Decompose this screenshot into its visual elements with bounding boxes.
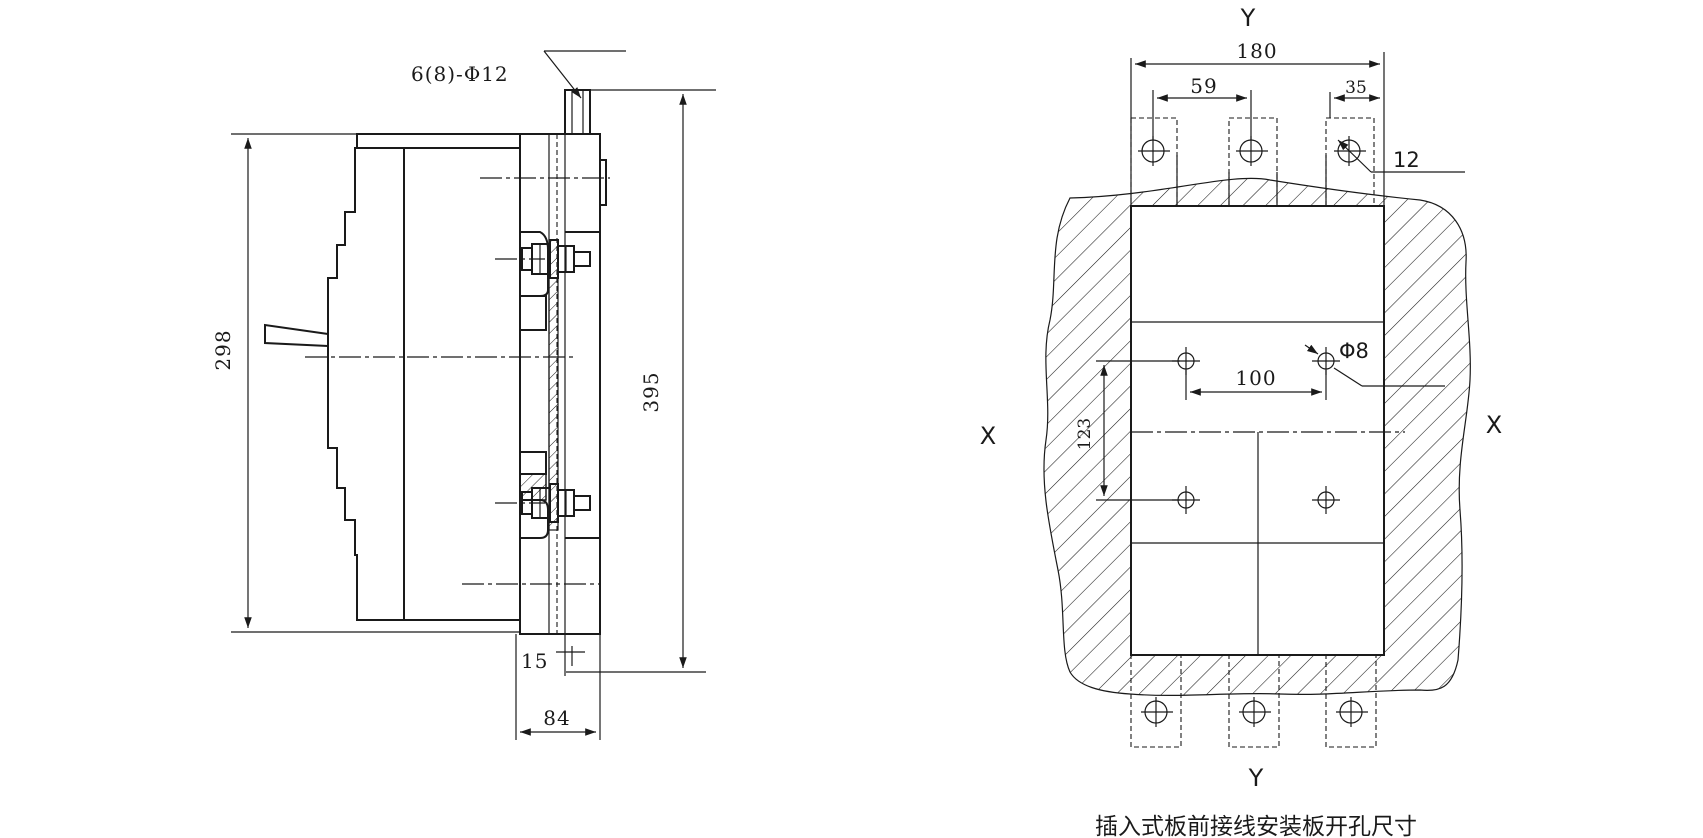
hole-dia-12: 12	[1393, 148, 1420, 172]
bolt-spec-label: 6(8)-Φ12	[411, 62, 509, 86]
dim-35: 35	[1345, 78, 1367, 98]
axis-y-bottom: Y	[1248, 764, 1264, 792]
dim-15: 15	[521, 649, 548, 673]
dim-100: 100	[1235, 366, 1276, 390]
dim-395: 395	[639, 371, 663, 412]
dim-180: 180	[1236, 39, 1277, 63]
drawing-caption: 插入式板前接线安装板开孔尺寸	[1095, 814, 1417, 838]
dim-298: 298	[211, 329, 235, 370]
side-view: 298 395 6(8)-Φ12 15 84	[211, 50, 716, 740]
axis-x-left: X	[980, 422, 996, 450]
bottom-terminal-tabs	[1130, 654, 1377, 748]
cutout-view: 180 59 35 12 Φ8 100 123 Y Y X X	[980, 4, 1502, 792]
mounting-holes	[1138, 136, 1368, 727]
breaker-body-outline	[327, 133, 520, 621]
axis-y-top: Y	[1240, 4, 1256, 32]
panel-hatched-area	[1043, 177, 1471, 696]
dim-59: 59	[1190, 74, 1217, 98]
hole-dia-8: Φ8	[1339, 339, 1369, 363]
dim-84: 84	[543, 706, 570, 730]
operating-handle	[264, 323, 329, 347]
dim-123: 123	[1075, 418, 1095, 450]
mounting-plate	[519, 133, 601, 635]
axis-x-right: X	[1486, 411, 1502, 439]
